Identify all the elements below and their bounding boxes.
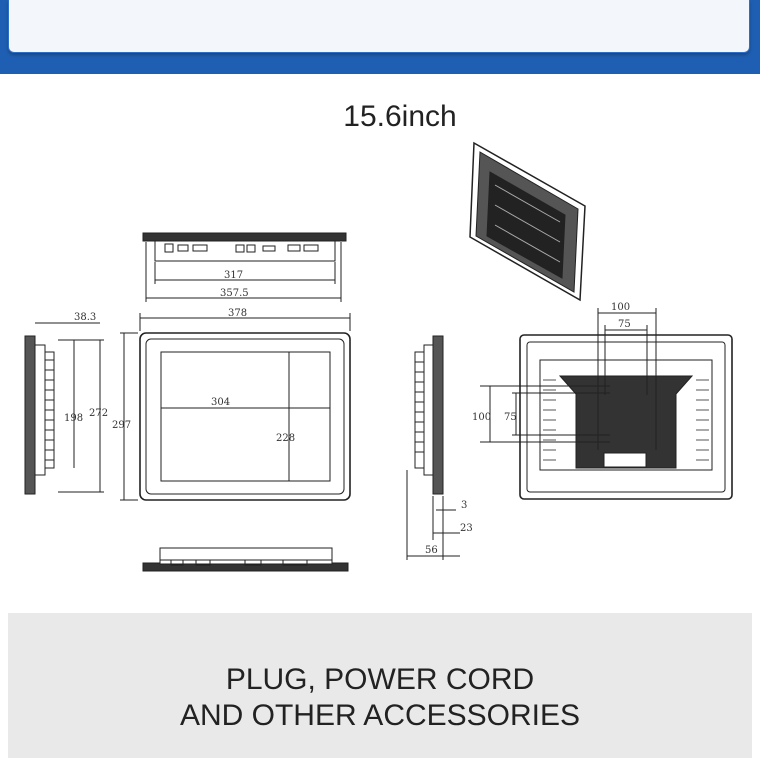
technical-drawing: 317 357.5 378 38.3 198 272 297 304 228 1…	[24, 141, 733, 572]
page-title: 15.6inch	[343, 100, 457, 133]
dim-297: 297	[112, 420, 131, 431]
dim-304: 304	[211, 397, 230, 408]
footer-line-1: PLUG, POWER CORD	[225, 663, 535, 696]
dim-100-top: 100	[611, 302, 630, 313]
footer-line-2: AND OTHER ACCESSORIES	[179, 699, 581, 732]
rear-view	[519, 334, 733, 500]
side-view-left	[24, 335, 55, 495]
dim-198: 198	[64, 413, 83, 424]
dim-23: 23	[460, 523, 473, 534]
dim-228: 228	[276, 433, 295, 444]
bottom-view	[142, 547, 349, 572]
dim-75-top: 75	[618, 319, 631, 330]
dim-56: 56	[425, 545, 438, 556]
dim-75-left: 75	[504, 412, 517, 423]
dim-378: 378	[228, 308, 247, 319]
header-card	[8, 0, 750, 53]
footer-panel: PLUG, POWER CORD AND OTHER ACCESSORIES	[8, 613, 752, 758]
dim-272: 272	[89, 408, 108, 419]
dim-3: 3	[461, 500, 467, 511]
dim-357-5: 357.5	[220, 288, 249, 299]
isometric-view	[469, 141, 586, 302]
dim-100-left: 100	[472, 412, 491, 423]
side-view-right	[414, 335, 444, 495]
front-view	[139, 332, 351, 501]
dim-317: 317	[224, 270, 243, 281]
dim-38-3: 38.3	[74, 312, 96, 323]
top-view	[142, 232, 347, 262]
